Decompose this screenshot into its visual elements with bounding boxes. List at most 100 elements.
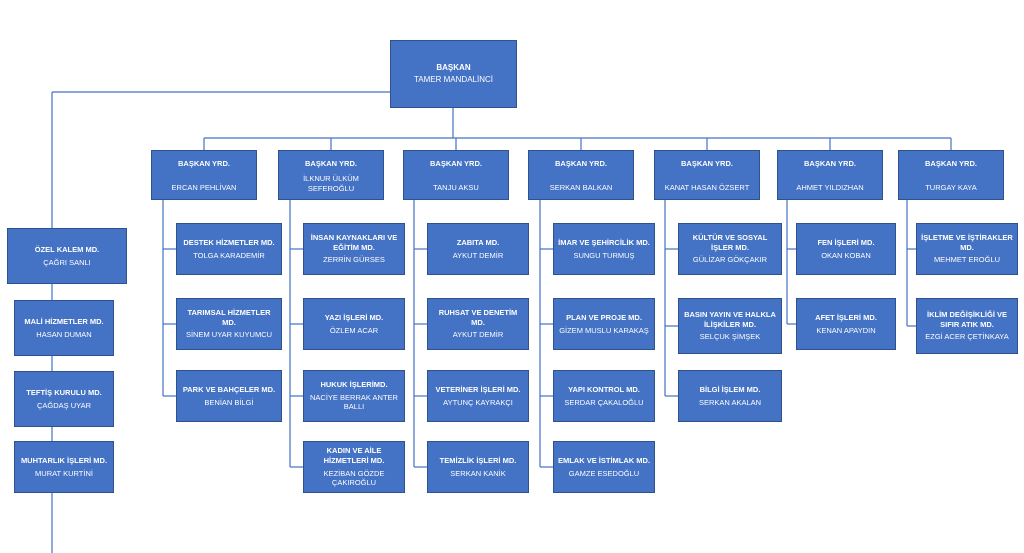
unit-title: İKLİM DEĞİŞİKLİĞİ VE SIFIR ATIK MD. — [926, 309, 1007, 329]
unit-box: İNSAN KAYNAKLARI ve EĞİTİM MD. ZERRİN GÜ… — [303, 223, 405, 275]
unit-box: YAPI KONTROL MD. SERDAR ÇAKALOĞLU — [553, 370, 655, 422]
unit-title: TARIMSAL HİZMETLER MD. — [187, 307, 271, 327]
unit-name: AYKUT DEMİR — [452, 330, 504, 340]
staff-title: ÖZEL KALEM MD. — [34, 244, 100, 254]
unit-box: PLAN VE PROJE MD. GİZEM MUSLU KARAKAŞ — [553, 298, 655, 350]
staff-box-muhtarlik: MUHTARLIK İŞLERİ MD. MURAT KURTİNİ — [14, 441, 114, 493]
unit-box: HUKUK İŞLERİMD. NACİYE BERRAK ANTER BALL… — [303, 370, 405, 422]
unit-title: İMAR VE ŞEHİRCİLİK MD. — [558, 237, 650, 247]
unit-name: KEZİBAN GÖZDE ÇAKIROĞLU — [323, 468, 385, 488]
deputy-name: ERCAN PEHLİVAN — [171, 182, 237, 192]
staff-name: HASAN DUMAN — [36, 329, 92, 339]
deputy-name: KANAT HASAN ÖZSERT — [664, 182, 750, 192]
unit-name: MEHMET EROĞLU — [933, 255, 1001, 265]
unit-box: KÜLTÜR VE SOSYAL İŞLER MD. GÜLİZAR GÖKÇA… — [678, 223, 782, 275]
unit-name: SUNGU TURMUŞ — [573, 250, 635, 260]
president-name: TAMER MANDALİNCİ — [414, 74, 493, 84]
deputy-title: BAŞKAN YRD. — [178, 159, 230, 168]
unit-box: VETERİNER İŞLERİ MD. AYTUNÇ KAYRAKÇI — [427, 370, 529, 422]
unit-title: DESTEK HİZMETLER MD. — [183, 237, 275, 247]
staff-box-mali-hizmetler: MALİ HİZMETLER MD. HASAN DUMAN — [14, 300, 114, 356]
unit-box: İMAR VE ŞEHİRCİLİK MD. SUNGU TURMUŞ — [553, 223, 655, 275]
deputy-box-6: BAŞKAN YRD. AHMET YILDIZHAN — [777, 150, 883, 200]
staff-name: ÇAĞRI SANLI — [43, 257, 91, 267]
unit-box: FEN İŞLERİ MD. OKAN KOBAN — [796, 223, 896, 275]
unit-title: YAPI KONTROL MD. — [568, 384, 640, 394]
staff-title: MALİ HİZMETLER MD. — [24, 316, 104, 326]
unit-name: TOLGA KARADEMİR — [193, 250, 265, 260]
unit-name: NACİYE BERRAK ANTER BALLI — [310, 392, 398, 412]
deputy-title: BAŞKAN YRD. — [925, 159, 977, 168]
deputy-name: TANJU AKSU — [433, 182, 479, 192]
unit-name: OKAN KOBAN — [821, 250, 871, 260]
unit-name: AYKUT DEMİR — [452, 250, 504, 260]
unit-name: ÖZLEM ACAR — [329, 325, 379, 335]
unit-title: EMLAK VE İSTİMLAK MD. — [557, 455, 651, 465]
unit-box: EMLAK VE İSTİMLAK MD. GAMZE ESEDOĞLU — [553, 441, 655, 493]
unit-title: İŞLETME VE İŞTİRAKLER MD. — [921, 232, 1013, 252]
staff-box-ozel-kalem: ÖZEL KALEM MD. ÇAĞRI SANLI — [7, 228, 127, 284]
deputy-box-5: BAŞKAN YRD. KANAT HASAN ÖZSERT — [654, 150, 760, 200]
unit-name: GÜLİZAR GÖKÇAKIR — [692, 255, 768, 265]
unit-name: GAMZE ESEDOĞLU — [568, 468, 640, 478]
unit-name: BENİAN BİLGİ — [204, 397, 254, 407]
unit-box: BİLGİ İŞLEM MD. SERKAN AKALAN — [678, 370, 782, 422]
unit-title: KÜLTÜR VE SOSYAL İŞLER MD. — [692, 232, 768, 252]
deputy-name: AHMET YILDIZHAN — [796, 182, 864, 192]
unit-box: YAZI İŞLERİ MD. ÖZLEM ACAR — [303, 298, 405, 350]
staff-box-teftis-kurulu: TEFTİŞ KURULU MD. ÇAĞDAŞ UYAR — [14, 371, 114, 427]
unit-name: SİNEM UYAR KUYUMCU — [185, 330, 273, 340]
unit-box: DESTEK HİZMETLER MD. TOLGA KARADEMİR — [176, 223, 282, 275]
unit-name: SERDAR ÇAKALOĞLU — [564, 397, 644, 407]
unit-box: ZABITA MD. AYKUT DEMİR — [427, 223, 529, 275]
unit-title: VETERİNER İŞLERİ MD. — [435, 384, 521, 394]
staff-name: MURAT KURTİNİ — [35, 468, 93, 478]
unit-title: RUHSAT VE DENETİM MD. — [438, 307, 518, 327]
unit-title: PARK VE BAHÇELER MD. — [182, 384, 276, 394]
deputy-title: BAŞKAN YRD. — [555, 159, 607, 168]
deputy-name: SERKAN BALKAN — [549, 182, 613, 192]
deputy-title: BAŞKAN YRD. — [804, 159, 856, 168]
unit-title: ZABITA MD. — [456, 237, 500, 247]
unit-name: EZGİ ACER ÇETİNKAYA — [925, 332, 1009, 342]
unit-box: AFET İŞLERİ MD. KENAN APAYDIN — [796, 298, 896, 350]
unit-box: İŞLETME VE İŞTİRAKLER MD. MEHMET EROĞLU — [916, 223, 1018, 275]
unit-title: YAZI İŞLERİ MD. — [324, 312, 384, 322]
unit-name: SELÇUK ŞİMŞEK — [699, 332, 761, 342]
unit-name: SERKAN KANİK — [450, 468, 506, 478]
staff-title: TEFTİŞ KURULU MD. — [26, 387, 102, 397]
deputy-box-7: BAŞKAN YRD. TURGAY KAYA — [898, 150, 1004, 200]
deputy-name: TURGAY KAYA — [925, 182, 977, 192]
unit-title: PLAN VE PROJE MD. — [566, 312, 642, 322]
unit-title: TEMİZLİK İŞLERİ MD. — [439, 455, 517, 465]
unit-box: PARK VE BAHÇELER MD. BENİAN BİLGİ — [176, 370, 282, 422]
unit-box: BASIN YAYIN VE HALKLA İLİŞKİLER MD. SELÇ… — [678, 298, 782, 354]
unit-box: TARIMSAL HİZMETLER MD. SİNEM UYAR KUYUMC… — [176, 298, 282, 350]
unit-box: RUHSAT VE DENETİM MD. AYKUT DEMİR — [427, 298, 529, 350]
deputy-title: BAŞKAN YRD. — [430, 159, 482, 168]
president-title: BAŞKAN — [436, 63, 471, 73]
unit-title: FEN İŞLERİ MD. — [817, 237, 875, 247]
unit-box: KADIN VE AİLE HİZMETLERİ MD. KEZİBAN GÖZ… — [303, 441, 405, 493]
staff-title: MUHTARLIK İŞLERİ MD. — [20, 455, 108, 465]
staff-name: ÇAĞDAŞ UYAR — [36, 400, 92, 410]
unit-name: KENAN APAYDIN — [816, 325, 876, 335]
unit-name: SERKAN AKALAN — [698, 397, 762, 407]
unit-title: BİLGİ İŞLEM MD. — [699, 384, 761, 394]
unit-title: KADIN VE AİLE HİZMETLERİ MD. — [323, 446, 385, 465]
unit-title: İNSAN KAYNAKLARI ve EĞİTİM MD. — [310, 232, 398, 252]
deputy-box-3: BAŞKAN YRD. TANJU AKSU — [403, 150, 509, 200]
deputy-title: BAŞKAN YRD. — [681, 159, 733, 168]
deputy-box-2: BAŞKAN YRD. İLKNUR ÜLKÜM SEFEROĞLU — [278, 150, 384, 200]
unit-name: AYTUNÇ KAYRAKÇI — [443, 397, 513, 407]
unit-title: BASIN YAYIN VE HALKLA İLİŞKİLER MD. — [684, 309, 776, 329]
deputy-box-4: BAŞKAN YRD. SERKAN BALKAN — [528, 150, 634, 200]
unit-name: GİZEM MUSLU KARAKAŞ — [559, 325, 649, 335]
unit-title: AFET İŞLERİ MD. — [815, 312, 877, 322]
unit-box: TEMİZLİK İŞLERİ MD. SERKAN KANİK — [427, 441, 529, 493]
unit-box: İKLİM DEĞİŞİKLİĞİ VE SIFIR ATIK MD. EZGİ… — [916, 298, 1018, 354]
unit-name: ZERRİN GÜRSES — [323, 255, 385, 265]
president-box: BAŞKAN TAMER MANDALİNCİ — [390, 40, 517, 108]
unit-title: HUKUK İŞLERİMD. — [320, 379, 388, 389]
